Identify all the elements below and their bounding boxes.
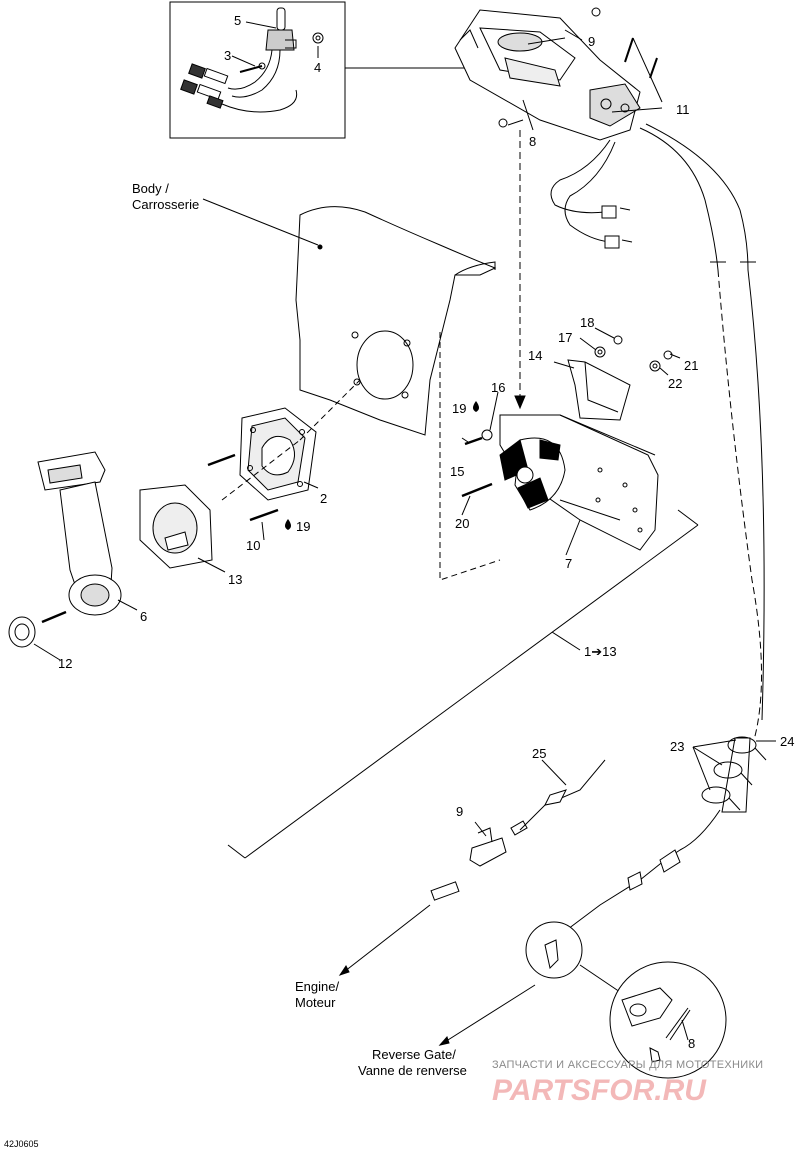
callout-6: 6 — [140, 609, 147, 624]
adapter-part-13 — [139, 484, 213, 569]
callout-8-top: 8 — [529, 134, 536, 149]
callout-10: 10 — [246, 538, 260, 553]
screw-part-10 — [249, 508, 279, 522]
dash-frame — [439, 332, 501, 581]
cable-end-part-25 — [510, 759, 606, 836]
engine-label-fr: Moteur — [295, 995, 336, 1010]
callout-9-top: 9 — [588, 34, 595, 49]
connector-parts — [180, 63, 298, 113]
callout-25: 25 — [532, 746, 546, 761]
screw-part-3 — [239, 62, 266, 73]
throttle-cables — [639, 123, 765, 741]
wire-harness — [550, 139, 633, 249]
callout-16: 16 — [491, 380, 505, 395]
callout-13: 13 — [228, 572, 242, 587]
cap-part-12 — [8, 616, 36, 648]
callout-8-bottom: 8 — [688, 1036, 695, 1051]
detail-link — [579, 964, 621, 993]
callout-20: 20 — [455, 516, 469, 531]
callout-12: 12 — [58, 656, 72, 671]
callout-18: 18 — [580, 315, 594, 330]
cam-part — [499, 437, 566, 511]
clamp-parts-23 — [701, 736, 767, 813]
screw-part-lever — [41, 610, 67, 624]
dash-axis-1 — [221, 439, 301, 501]
callout-range: 1➔13 — [584, 644, 617, 659]
callout-19-mid: 19 — [296, 519, 310, 534]
callout-7: 7 — [565, 556, 572, 571]
bracket-part-14 — [567, 359, 631, 421]
dash-axis-2 — [299, 379, 361, 441]
clip-part-9 — [469, 827, 507, 867]
figure-code: 42J0605 — [4, 1139, 39, 1149]
assembly-boundary — [227, 509, 699, 859]
callout-4: 4 — [314, 60, 321, 75]
callout-21: 21 — [684, 358, 698, 373]
callout-9-bottom: 9 — [456, 804, 463, 819]
callout-24: 24 — [780, 734, 794, 749]
callout-15: 15 — [450, 464, 464, 479]
callout-11: 11 — [676, 102, 690, 117]
block-part — [430, 881, 460, 901]
callout-23: 23 — [670, 739, 684, 754]
body-label-fr: Carrosserie — [132, 197, 199, 212]
reverse-gate-label-en: Reverse Gate/ — [372, 1047, 456, 1062]
callout-14: 14 — [528, 348, 542, 363]
detail-circle-small — [525, 921, 583, 979]
lever-part-6 — [37, 451, 122, 616]
callout-22: 22 — [668, 376, 682, 391]
reverse-cable — [559, 809, 721, 936]
body-label-en: Body / — [132, 181, 169, 196]
detail-circle-large — [609, 961, 727, 1079]
callout-2: 2 — [320, 491, 327, 506]
callout-19-top: 19 — [452, 401, 466, 416]
engine-label-en: Engine/ — [295, 979, 339, 994]
nut-part-4 — [312, 32, 324, 44]
kill-switch-part — [227, 7, 297, 98]
loctite-drop-icon — [285, 519, 291, 530]
watermark-tagline: ЗАПЧАСТИ И АКСЕССУАРЫ ДЛЯ МОТОТЕХНИКИ — [492, 1059, 763, 1071]
screw-part-ext — [207, 453, 236, 467]
throttle-housing-part-11 — [454, 7, 658, 141]
fastener-parts — [461, 335, 673, 498]
callout-5: 5 — [234, 13, 241, 28]
callout-17: 17 — [558, 330, 572, 345]
mount-plate-part-2 — [239, 407, 317, 501]
watermark-brand: PARTSFOR.RU — [492, 1074, 707, 1107]
callout-3: 3 — [224, 48, 231, 63]
reverse-gate-label-fr: Vanne de renverse — [358, 1063, 467, 1078]
loctite-drop-icon — [473, 401, 479, 412]
body-panel — [295, 206, 497, 436]
